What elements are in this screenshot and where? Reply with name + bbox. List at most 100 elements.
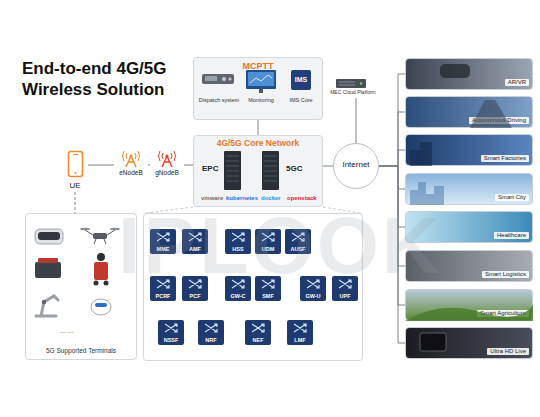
- phone-button: [75, 172, 77, 174]
- server-slot: [339, 82, 355, 83]
- function-symbol: [232, 280, 244, 288]
- node-text: 5GC: [286, 164, 302, 173]
- network-function-box: LMF: [287, 320, 313, 345]
- rack-slots: [264, 156, 277, 181]
- network-function-icon: [300, 277, 326, 291]
- network-function-box: PCRF: [150, 276, 176, 301]
- network-function-box: NRF: [198, 320, 224, 345]
- node-text: IMS: [291, 70, 311, 90]
- node-text: IMS Core: [279, 97, 323, 103]
- network-function-icon: [150, 277, 176, 291]
- tower-top: [130, 155, 133, 158]
- ue-device: UE: [62, 150, 88, 192]
- connector-line: [323, 166, 333, 167]
- dispatch-knob: [222, 77, 226, 81]
- network-function-box: NEF: [245, 320, 271, 345]
- connector-line: [379, 112, 405, 166]
- function-symbol: [189, 280, 201, 288]
- monitor-stand: [259, 89, 263, 93]
- robot-head: [97, 253, 105, 261]
- dispatch-console: [202, 74, 234, 84]
- connector-line: [148, 165, 150, 166]
- vr-lens: [38, 232, 60, 240]
- dispatch-screen: [205, 76, 217, 81]
- mcptt-panel: MCPTTDispatch systemMonitoringIMSIMS Cor…: [193, 57, 323, 120]
- road-art: [470, 100, 512, 128]
- server-slot: [339, 85, 355, 86]
- network-function-box: SMF: [255, 276, 281, 301]
- node-text: eNodeB: [108, 169, 154, 176]
- network-function-icon: [255, 230, 281, 244]
- connector-line: [356, 98, 357, 143]
- service-robot: [91, 299, 111, 315]
- tower-icon: [126, 156, 136, 167]
- connector-line: [88, 165, 114, 166]
- node-text: GW-U: [300, 293, 326, 299]
- network-function-box: AMF: [182, 229, 208, 254]
- function-symbol: [157, 233, 169, 241]
- phone-icon: [69, 152, 83, 177]
- internet-cloud: Internet: [333, 143, 379, 189]
- application-tile: Smart Agriculture: [405, 289, 533, 321]
- node-text: GW-C: [225, 293, 251, 299]
- diagram-title: End-to-end 4G/5G Wireless Solution: [22, 58, 172, 100]
- network-function-box: MME: [150, 229, 176, 254]
- connector-line: [184, 165, 193, 166]
- 5gc-server: 5GC: [258, 150, 312, 192]
- rack-slots: [226, 156, 239, 181]
- application-tile: Smart Factories: [405, 134, 533, 166]
- monitoring-item: Monitoring: [243, 69, 279, 107]
- node-text: NRF: [198, 337, 224, 343]
- function-symbol: [157, 280, 169, 288]
- radio-waves: [123, 151, 140, 161]
- function-symbol: [165, 324, 177, 332]
- node-text: MEC Cloud Platform: [326, 90, 380, 96]
- node-text: ... ...: [60, 327, 74, 335]
- robot-wheel: [94, 281, 99, 286]
- drone-body: [93, 233, 107, 239]
- enodeb-station: eNodeB: [114, 152, 148, 178]
- function-symbol: [307, 280, 319, 288]
- network-function-icon: [198, 321, 224, 335]
- network-functions-panel: [144, 214, 363, 361]
- node-text: Ultra HD Live: [487, 348, 529, 355]
- terminals-panel: ... ...5G Supported Terminals: [25, 213, 137, 360]
- drone-rotor: [110, 228, 120, 231]
- connector-line: [379, 166, 405, 305]
- function-symbol: [232, 233, 244, 241]
- epc-server: EPC: [200, 150, 244, 192]
- function-symbol: [262, 233, 274, 241]
- connector-line: [258, 120, 259, 135]
- application-tile: Smart Logistics: [405, 250, 533, 282]
- node-text: UPF: [332, 293, 358, 299]
- tower-top: [166, 155, 169, 158]
- node-text: AR/VR: [505, 79, 529, 86]
- node-text: Internet: [334, 160, 378, 169]
- tower-icon: [162, 156, 172, 167]
- network-function-box: HSS: [225, 229, 251, 254]
- node-text: Smart Agriculture: [477, 310, 529, 317]
- node-text: Smart Logistics: [482, 271, 529, 278]
- application-tile: AR/VR: [405, 58, 533, 90]
- network-function-box: GW-U: [300, 276, 326, 301]
- robotic-arm: [36, 296, 58, 316]
- node-text: PCRF: [150, 293, 176, 299]
- node-text: Healthcare: [494, 232, 529, 239]
- node-text: LMF: [287, 337, 313, 343]
- monitor-screen: [248, 72, 274, 86]
- expansion-line: [323, 207, 363, 214]
- node-text: NEF: [245, 337, 271, 343]
- radio-waves: [159, 151, 176, 161]
- node-text: PCF: [182, 293, 208, 299]
- drone-arms: [85, 230, 115, 244]
- dispatch-system-item: Dispatch system: [198, 69, 240, 107]
- network-function-icon: [182, 230, 208, 244]
- node-text: NSSF: [158, 337, 184, 343]
- drone-rotor: [80, 228, 90, 231]
- robot-visor: [95, 303, 107, 307]
- mec-cloud-platform: MEC Cloud Platform: [326, 78, 380, 98]
- node-text: UDM: [255, 246, 281, 252]
- node-text: gNodeB: [144, 169, 190, 176]
- epc-server-rack: [224, 151, 241, 190]
